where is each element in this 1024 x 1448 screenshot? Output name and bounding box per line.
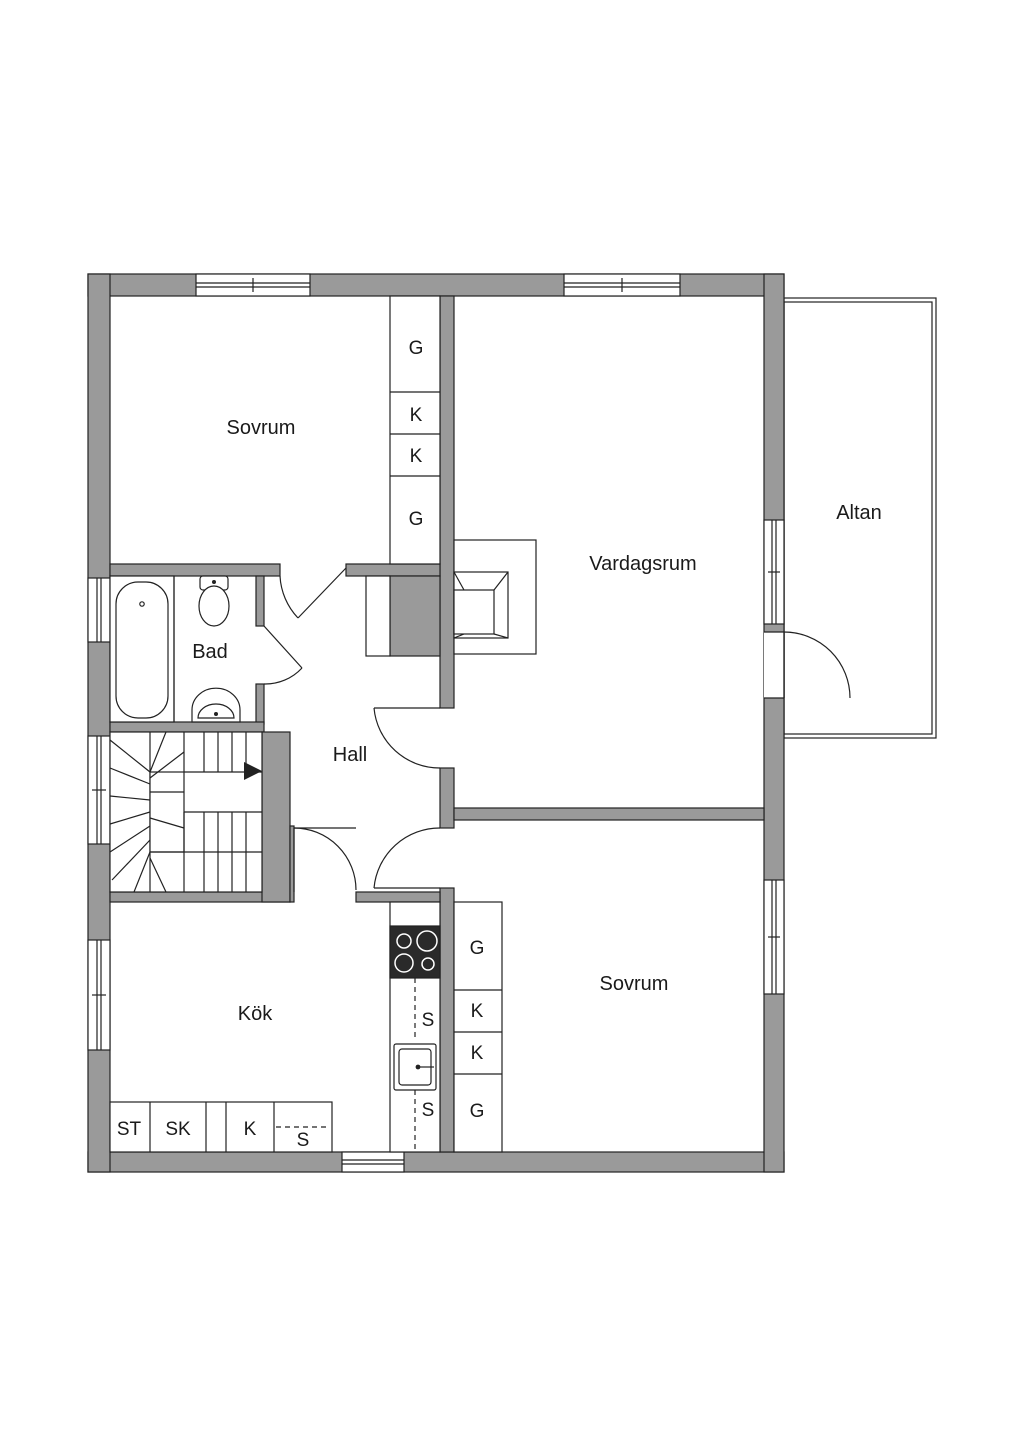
unit-label: G xyxy=(470,1101,485,1122)
window-kok-bottom xyxy=(341,1151,405,1173)
unit-label: G xyxy=(470,938,485,959)
unit-label: S xyxy=(422,1100,435,1121)
window-top-right xyxy=(563,273,681,297)
bathroom-fixtures xyxy=(109,575,241,723)
bathtub xyxy=(115,581,169,719)
room-label-altan: Altan xyxy=(836,502,882,524)
unit-label: K xyxy=(410,405,423,426)
room-label-kok: Kök xyxy=(238,1003,273,1025)
kitchen-sink xyxy=(393,1043,437,1091)
stove xyxy=(389,925,441,979)
door-vardagsrum xyxy=(373,707,441,769)
door-bad xyxy=(263,625,303,685)
window-stairs xyxy=(87,735,111,845)
door-sovrum-top xyxy=(279,567,347,619)
window-vardagsrum-east xyxy=(763,519,785,625)
unit-label: SK xyxy=(165,1119,191,1140)
unit-label: K xyxy=(410,446,423,467)
room-label-sovrum-top: Sovrum xyxy=(227,417,296,439)
room-label-vardagsrum: Vardagsrum xyxy=(589,553,696,575)
door-altan xyxy=(764,631,851,699)
kitchen-counter-east xyxy=(389,901,441,1153)
windows xyxy=(87,273,785,1173)
unit-label: K xyxy=(471,1043,484,1064)
unit-label: G xyxy=(409,509,424,530)
unit-label: S xyxy=(297,1130,310,1151)
kitchen-counter-south xyxy=(109,1101,333,1153)
stairs xyxy=(109,731,263,893)
wardrobes-sovrum-bottom xyxy=(453,901,503,1153)
door-sovrum-bottom xyxy=(373,827,441,889)
unit-label: G xyxy=(409,338,424,359)
window-kok xyxy=(87,939,111,1051)
unit-label: K xyxy=(471,1001,484,1022)
doors xyxy=(263,567,851,892)
unit-label: ST xyxy=(117,1119,142,1140)
washbasin xyxy=(191,687,241,723)
room-label-sovrum-bottom: Sovrum xyxy=(600,973,669,995)
wardrobes-sovrum-top xyxy=(389,295,441,565)
stairs-arrow xyxy=(244,762,262,780)
toilet xyxy=(198,575,230,627)
window-bad xyxy=(87,577,111,643)
fireplace xyxy=(453,539,537,655)
unit-label: S xyxy=(422,1010,435,1031)
window-top-left xyxy=(195,273,311,297)
unit-label: K xyxy=(244,1119,257,1140)
window-sovrum-east xyxy=(763,879,785,995)
room-label-bad: Bad xyxy=(192,641,228,663)
room-label-hall: Hall xyxy=(333,744,367,766)
hall-cabinet xyxy=(365,575,391,657)
door-kok xyxy=(293,827,357,892)
